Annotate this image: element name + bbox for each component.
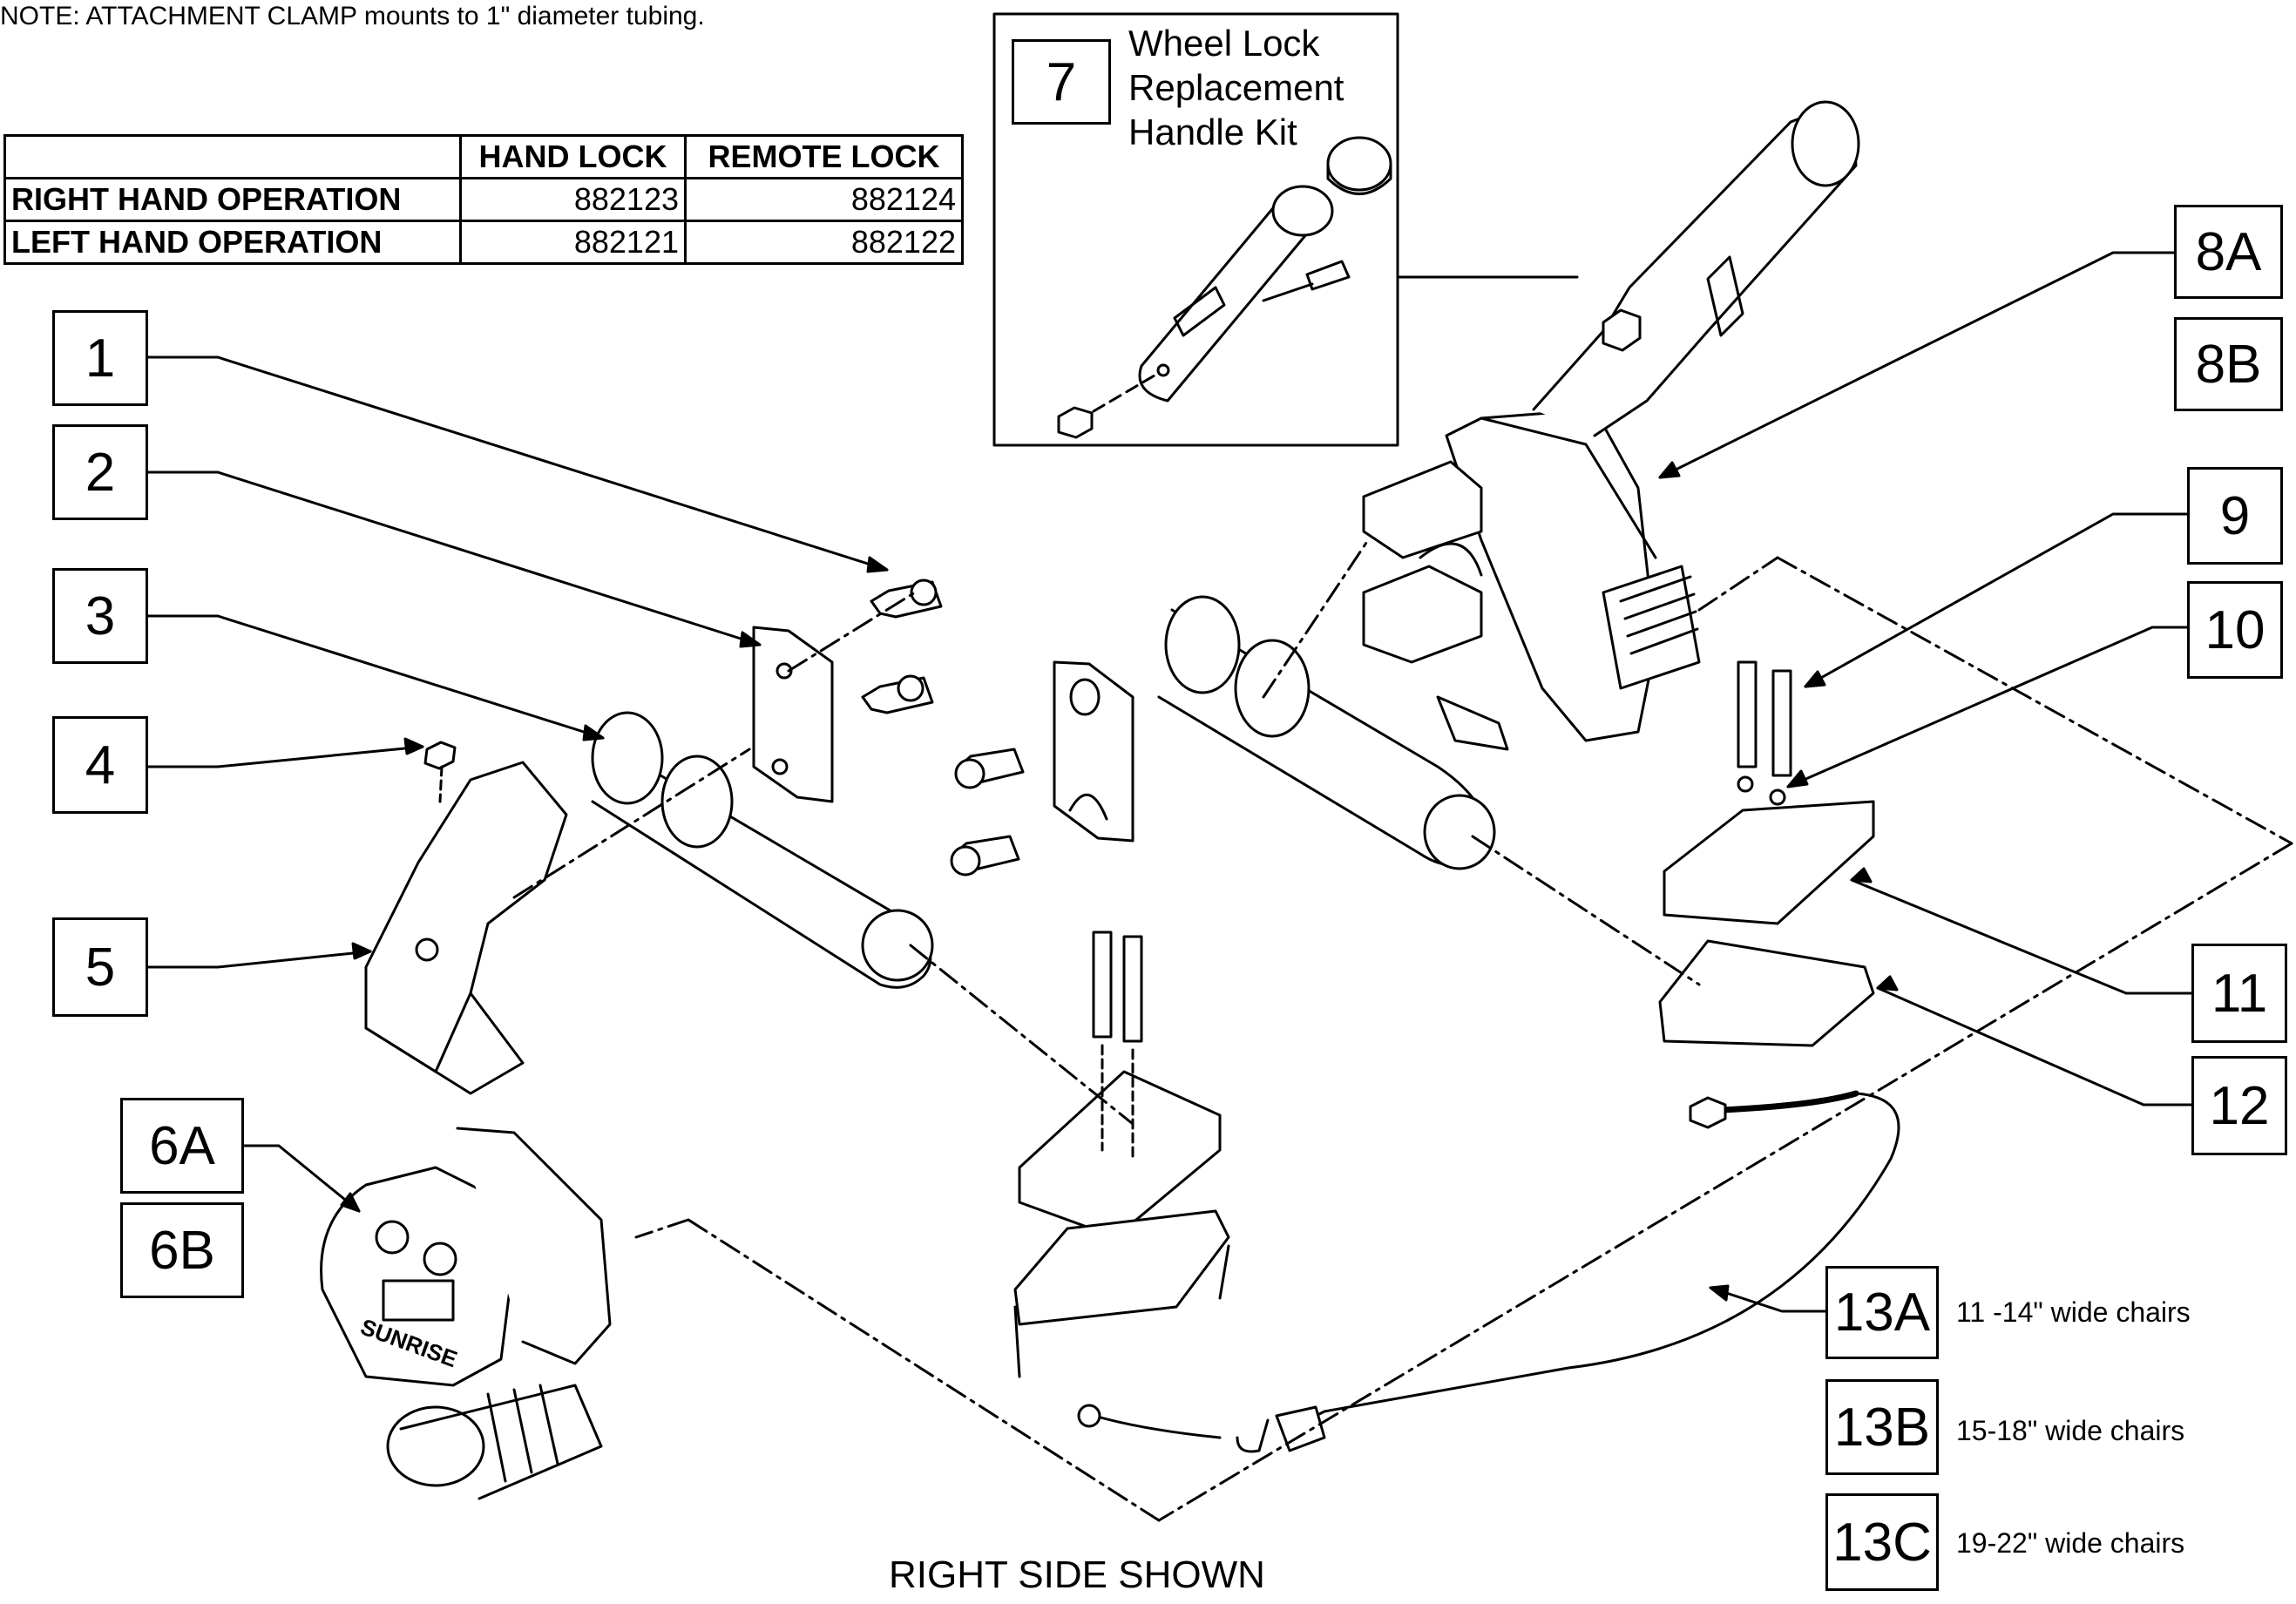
callout-8b: 8B xyxy=(2174,317,2283,411)
callout-13b: 13B xyxy=(1825,1379,1939,1475)
callout-13a: 13A xyxy=(1825,1266,1939,1359)
kit-handle-parts xyxy=(1057,136,1392,439)
callout-6b: 6B xyxy=(120,1202,244,1298)
remote-lock-assembly xyxy=(320,1127,612,1500)
callout-9: 9 xyxy=(2187,467,2283,565)
kit-title-line: Wheel Lock xyxy=(1128,23,1320,64)
right-side-shown-caption: RIGHT SIDE SHOWN xyxy=(889,1553,1265,1596)
table-header-remote-lock: REMOTE LOCK xyxy=(684,134,964,179)
table-header-hand-lock: HAND LOCK xyxy=(459,134,687,179)
kit-title-line: Replacement xyxy=(1128,67,1344,108)
table-cell-remote-lock: 882124 xyxy=(684,177,964,222)
part-number-table: HAND LOCK REMOTE LOCK RIGHT HAND OPERATI… xyxy=(3,134,964,265)
callout-3: 3 xyxy=(52,568,148,664)
table-cell-remote-lock: 882122 xyxy=(684,220,964,265)
table-row-label: LEFT HAND OPERATION xyxy=(3,220,462,265)
table-cell-hand-lock: 882123 xyxy=(459,177,687,222)
callout-1: 1 xyxy=(52,310,148,406)
kit-title: Wheel Lock Replacement Handle Kit xyxy=(1128,21,1344,154)
kit-frame xyxy=(992,12,1399,447)
callout-12: 12 xyxy=(2191,1056,2287,1155)
callout-10: 10 xyxy=(2187,581,2283,679)
left-lock-assembly xyxy=(364,579,943,1095)
callout-11: 11 xyxy=(2191,944,2287,1043)
cable-size-13b: 15-18" wide chairs xyxy=(1956,1415,2185,1446)
table-header-row: HAND LOCK REMOTE LOCK xyxy=(3,134,964,179)
cable-size-13c: 19-22" wide chairs xyxy=(1956,1527,2185,1559)
callout-13c: 13C xyxy=(1825,1493,1939,1591)
wheel-lock-assembly xyxy=(1157,100,1860,870)
table-header-empty xyxy=(3,134,462,179)
table-row: LEFT HAND OPERATION 882121 882122 xyxy=(3,220,964,265)
callout-5: 5 xyxy=(52,917,148,1017)
callout-4: 4 xyxy=(52,716,148,814)
table-row: RIGHT HAND OPERATION 882123 882124 xyxy=(3,177,964,222)
callout-2: 2 xyxy=(52,424,148,520)
cable-size-13a: 11 -14" wide chairs xyxy=(1956,1296,2191,1328)
center-clamp-halves xyxy=(1013,931,1230,1378)
lock-cable xyxy=(1077,1090,1900,1453)
callout-7: 7 xyxy=(1012,39,1111,125)
leader-lines xyxy=(146,251,2193,1313)
attachment-clamp-note: NOTE: ATTACHMENT CLAMP mounts to 1" diam… xyxy=(0,2,705,30)
table-cell-hand-lock: 882121 xyxy=(459,220,687,265)
table-row-label: RIGHT HAND OPERATION xyxy=(3,177,462,222)
callout-6a: 6A xyxy=(120,1098,244,1194)
kit-title-line: Handle Kit xyxy=(1128,112,1297,152)
middle-clamp-plate xyxy=(950,660,1134,876)
callout-8a: 8A xyxy=(2174,205,2283,299)
centerlines xyxy=(512,538,2293,1522)
right-clamp-halves xyxy=(1658,660,1875,1047)
